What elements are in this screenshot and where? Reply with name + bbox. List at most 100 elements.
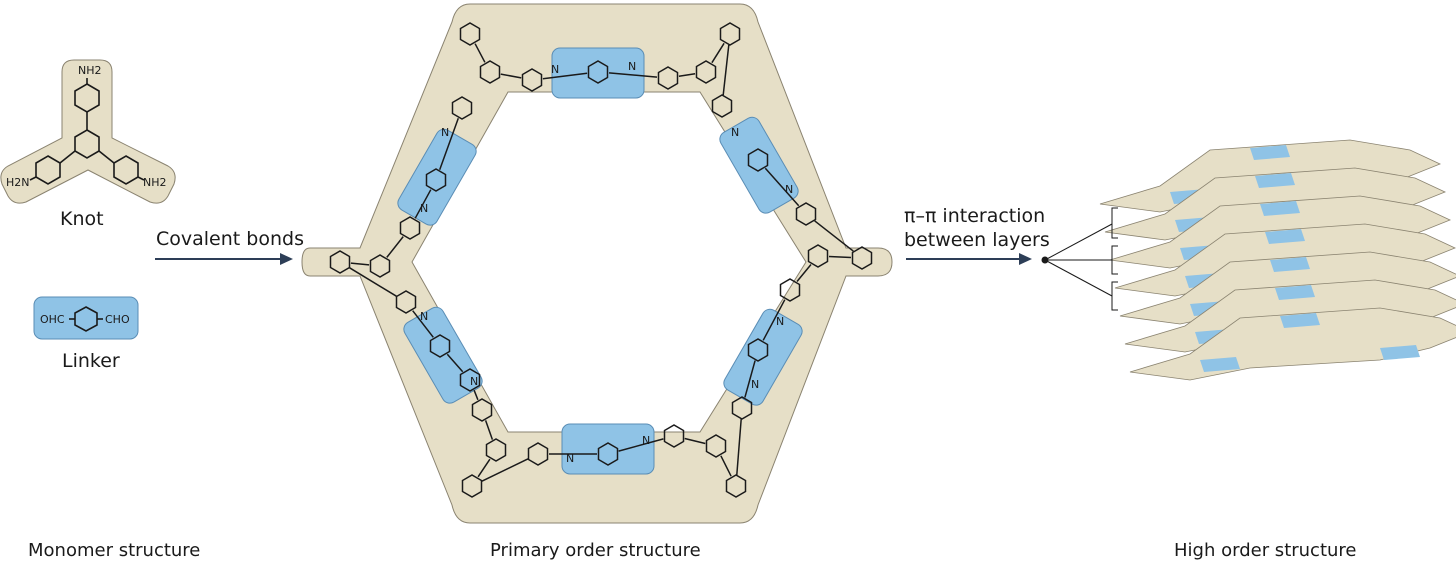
- imine-n-ur-1: N: [731, 126, 739, 139]
- bond-2: [542, 72, 588, 80]
- monomer-structure-caption: Monomer structure: [28, 540, 201, 561]
- benzene-ring-4: [657, 66, 679, 90]
- linker-pad-upper-left: [397, 128, 477, 226]
- benzene-ring-5: [695, 60, 717, 84]
- bond-0: [474, 43, 486, 63]
- bond-10: [386, 236, 404, 258]
- imine-n-lr-2: N: [751, 378, 759, 391]
- linker-group-right: CHO: [105, 313, 130, 326]
- imine-n-ll-1: N: [420, 310, 428, 323]
- benzene-ring-30: [747, 148, 769, 172]
- bond-17: [477, 458, 491, 478]
- knot-group-left: H2N: [6, 176, 30, 189]
- sheet-2-linker-0: [1260, 201, 1300, 216]
- imine-n-bottom-right: N: [642, 434, 650, 447]
- bond-16: [484, 420, 494, 440]
- benzene-ring-21: [663, 424, 685, 448]
- sheet-0-linker-0: [1250, 145, 1290, 160]
- benzene-ring-24: [731, 396, 753, 420]
- benzene-ring-28: [851, 246, 873, 270]
- benzene-ring-19: [527, 442, 549, 466]
- layer-gap-pointer: [1041, 207, 1118, 311]
- bond-3: [608, 72, 658, 78]
- bond-21: [684, 437, 706, 445]
- sheet-3-linker-0: [1265, 229, 1305, 244]
- bond-15: [473, 389, 479, 401]
- benzene-ring-14: [429, 334, 451, 358]
- benzene-ring-22: [705, 434, 727, 458]
- knot-label: Knot: [60, 208, 104, 230]
- bond-8: [438, 118, 460, 170]
- knot-monomer: NH2 H2N NH2: [0, 59, 176, 204]
- bond-23: [736, 418, 742, 476]
- sheet-6-linker-2: [1380, 345, 1420, 360]
- benzene-ring-26: [779, 278, 801, 302]
- imine-n-ll-2: N: [470, 375, 478, 388]
- linker-pad-bottom: [561, 423, 655, 475]
- imine-n-top-right: N: [628, 60, 636, 73]
- bond-25: [762, 299, 786, 341]
- covalent-arrow: [155, 253, 293, 265]
- bond-4: [678, 72, 696, 78]
- bond-9: [414, 189, 432, 219]
- imine-n-ul-1: N: [441, 126, 449, 139]
- sheet-4-linker-0: [1270, 257, 1310, 272]
- benzene-ring-3: [587, 60, 609, 84]
- covalent-bonds-label: Covalent bonds: [156, 228, 304, 250]
- benzene-ring-12: [329, 250, 351, 274]
- linker-monomer: OHC CHO: [33, 296, 139, 340]
- linker-pad-upper-right: [719, 116, 799, 214]
- benzene-ring-7: [711, 94, 733, 118]
- benzene-ring-23: [725, 474, 747, 498]
- benzene-ring-13: [395, 290, 417, 314]
- knot-group-right: NH2: [143, 176, 167, 189]
- bond-6: [722, 44, 730, 96]
- benzene-ring-11: [369, 254, 391, 278]
- imine-n-lr-1: N: [776, 315, 784, 328]
- benzene-ring-17: [485, 438, 507, 462]
- sheet-1-linker-0: [1255, 173, 1295, 188]
- bond-29: [764, 167, 800, 207]
- benzene-ring-9: [425, 168, 447, 192]
- benzene-ring-16: [471, 398, 493, 422]
- bond-1: [500, 73, 522, 79]
- bond-13: [412, 310, 434, 338]
- framework-rings: [329, 22, 873, 498]
- stacked-layers: [1099, 139, 1456, 381]
- benzene-ring-8: [451, 96, 473, 120]
- benzene-ring-10: [399, 216, 421, 240]
- benzene-ring-29: [795, 202, 817, 226]
- imine-n-ul-2: N: [420, 202, 428, 215]
- benzene-ring-20: [597, 442, 619, 466]
- benzene-ring-0: [459, 22, 481, 46]
- imine-n-bottom-left: N: [566, 452, 574, 465]
- benzene-ring-1: [479, 60, 501, 84]
- pi-pi-arrow: [906, 253, 1032, 265]
- benzene-ring-27: [807, 244, 829, 268]
- bond-20: [618, 438, 664, 452]
- primary-structure-caption: Primary order structure: [490, 540, 701, 561]
- benzene-ring-25: [747, 338, 769, 362]
- linker-group-left: OHC: [40, 313, 65, 326]
- sheet-6-linker-0: [1280, 313, 1320, 328]
- linker-pad-lower-right: [723, 308, 803, 406]
- bond-22: [720, 455, 732, 477]
- linker-pad-top: [551, 47, 645, 99]
- imine-n-top-left: N: [551, 63, 559, 76]
- sheet-6-linker-1: [1200, 357, 1240, 372]
- high-order-caption: High order structure: [1174, 540, 1357, 561]
- benzene-ring-18: [461, 474, 483, 498]
- sheet-layer-6: [1129, 307, 1456, 381]
- bond-14: [446, 353, 464, 373]
- bond-11: [350, 262, 370, 266]
- linker-background: [33, 296, 139, 340]
- imine-n-ur-2: N: [785, 183, 793, 196]
- bond-5: [711, 42, 725, 64]
- linker-label: Linker: [62, 350, 120, 372]
- hexagonal-framework: N N N N N N N N N N N N: [301, 3, 893, 524]
- knot-background: [0, 59, 176, 204]
- knot-ring-center: [74, 129, 100, 159]
- benzene-ring-6: [719, 22, 741, 46]
- bond-24: [744, 360, 756, 398]
